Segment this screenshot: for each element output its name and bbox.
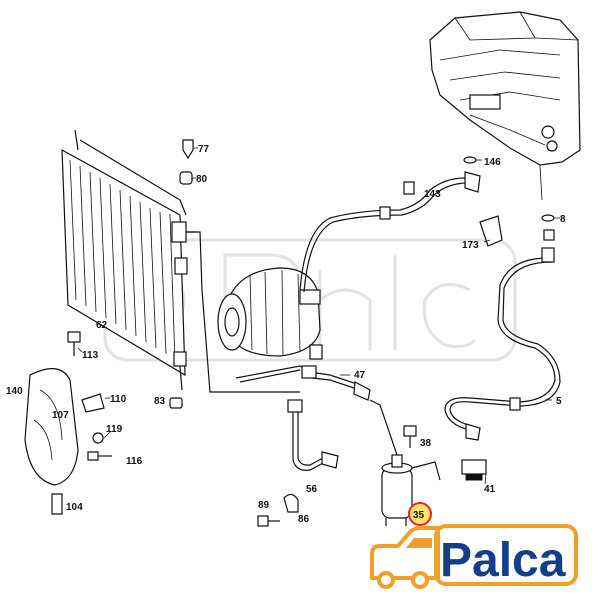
part-label-146[interactable]: 146 <box>484 157 501 168</box>
part-label-86[interactable]: 86 <box>298 514 310 525</box>
fan-shroud <box>24 368 79 486</box>
part-label-35[interactable]: 35 <box>413 510 425 521</box>
part-label-80[interactable]: 80 <box>196 174 208 185</box>
part-label-38[interactable]: 38 <box>420 438 432 449</box>
part-label-173[interactable]: 173 <box>462 240 479 251</box>
bracket-104 <box>51 493 63 515</box>
line-47 <box>301 344 371 401</box>
part-label-62[interactable]: 62 <box>96 320 108 331</box>
bracket-110 <box>81 393 105 413</box>
logo-text: Palca <box>440 534 566 587</box>
bolt-116 <box>87 451 112 461</box>
clip-119 <box>92 432 104 444</box>
suction-hose-143 <box>299 171 481 293</box>
part-label-56[interactable]: 56 <box>306 484 318 495</box>
part-label-83[interactable]: 83 <box>154 396 166 407</box>
leader-lines <box>77 147 560 485</box>
bolt-38 <box>403 425 417 448</box>
part-label-8[interactable]: 8 <box>560 214 566 225</box>
clip-77 <box>182 139 194 160</box>
seal-146 <box>463 156 477 164</box>
bolt-113 <box>67 331 81 356</box>
part-labels: 77 80 146 143 8 173 62 113 47 140 110 10… <box>6 144 566 525</box>
part-label-107[interactable]: 107 <box>52 410 69 421</box>
pressure-hose-5 <box>444 247 561 441</box>
car-icon <box>370 526 440 589</box>
highlight-35[interactable]: 35 <box>408 502 432 526</box>
part-label-116[interactable]: 116 <box>126 456 143 467</box>
part-label-110[interactable]: 110 <box>110 394 127 405</box>
receiver-drier-35 <box>369 399 441 526</box>
bolt-89 <box>257 515 280 527</box>
bracket-173 <box>479 215 503 247</box>
part-label-119[interactable]: 119 <box>106 424 123 435</box>
palca-logo: Palca <box>370 524 578 589</box>
hose-56 <box>287 399 339 471</box>
part-label-41[interactable]: 41 <box>484 484 496 495</box>
fitting-8 <box>541 214 555 241</box>
part-label-104[interactable]: 104 <box>66 502 83 513</box>
compressor <box>217 267 321 357</box>
pressure-switch-41 <box>461 459 487 481</box>
part-label-47[interactable]: 47 <box>354 370 366 381</box>
engine-block <box>429 11 581 201</box>
nut-83 <box>169 397 183 409</box>
part-label-113[interactable]: 113 <box>82 350 99 361</box>
part-label-140[interactable]: 140 <box>6 386 23 397</box>
part-label-77[interactable]: 77 <box>198 144 210 155</box>
highlight-circle <box>408 502 432 526</box>
condenser <box>61 129 196 391</box>
part-label-89[interactable]: 89 <box>258 500 270 511</box>
part-label-5[interactable]: 5 <box>556 396 562 407</box>
clip-80 <box>179 171 193 185</box>
logo-frame <box>434 524 578 586</box>
part-label-143[interactable]: 143 <box>424 189 441 200</box>
clip-86 <box>283 493 299 513</box>
